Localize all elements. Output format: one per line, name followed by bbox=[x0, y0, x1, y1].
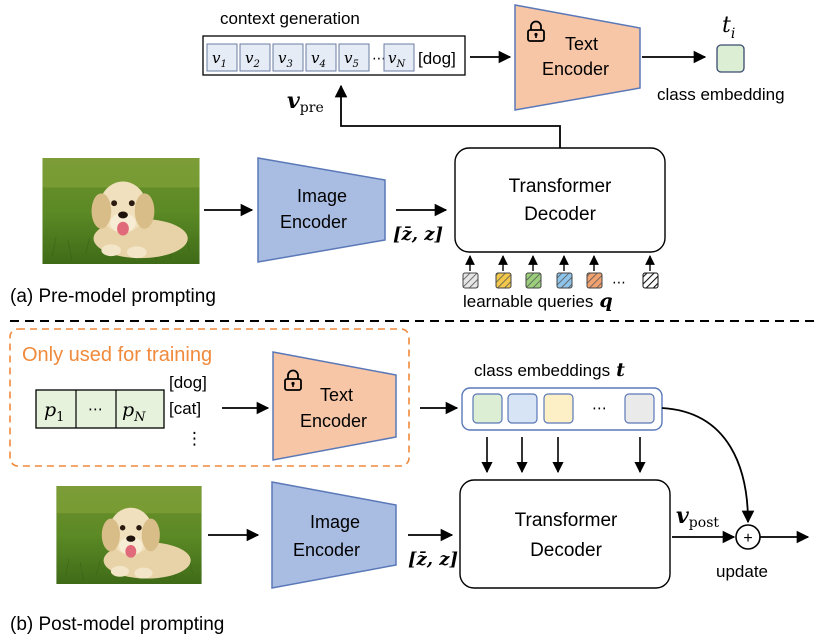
caption-pre-model: (a) Pre-model prompting bbox=[10, 286, 216, 307]
text-encoder-bottom: Text Encoder bbox=[272, 351, 397, 461]
class-embedding-label: class embedding bbox=[657, 85, 785, 104]
svg-text:Encoder: Encoder bbox=[293, 540, 360, 560]
class-label-more: ⋮ bbox=[186, 429, 203, 448]
context-token: v4 bbox=[305, 43, 337, 72]
query-token bbox=[462, 272, 479, 289]
svg-text:+: + bbox=[743, 530, 752, 547]
context-token: v1 bbox=[206, 43, 238, 72]
v-pre-label: vpre bbox=[287, 88, 324, 116]
svg-text:Transformer: Transformer bbox=[509, 176, 612, 197]
embedding-box bbox=[472, 393, 503, 424]
embeddings-to-decoder-arrows bbox=[481, 437, 646, 474]
query-token bbox=[495, 272, 512, 289]
class-embedding-box bbox=[716, 44, 745, 73]
class-label-dog: [dog] bbox=[169, 373, 207, 392]
plus-circle-icon: + bbox=[735, 524, 761, 550]
context-token-last: vN bbox=[383, 43, 415, 72]
svg-text:v2: v2 bbox=[245, 49, 260, 70]
context-class-label: [dog] bbox=[418, 49, 456, 68]
query-token bbox=[556, 272, 573, 289]
t-i-label: ti bbox=[722, 13, 735, 42]
query-token bbox=[525, 272, 542, 289]
features-label-bottom: [z̄, z] bbox=[408, 549, 458, 570]
context-token: v2 bbox=[239, 43, 271, 72]
dog-photo bbox=[42, 158, 200, 264]
svg-text:Image: Image bbox=[310, 512, 360, 532]
context-token: v3 bbox=[272, 43, 304, 72]
svg-text:v1: v1 bbox=[212, 49, 227, 70]
context-token: v5 bbox=[338, 43, 370, 72]
svg-text:Decoder: Decoder bbox=[524, 204, 596, 225]
svg-text:v5: v5 bbox=[344, 49, 359, 70]
svg-text:v4: v4 bbox=[311, 49, 326, 70]
embedding-box bbox=[507, 393, 538, 424]
svg-text:vN: vN bbox=[388, 49, 406, 70]
embeddings-ellipsis: ⋯ bbox=[592, 400, 607, 417]
context-token-sequence: v1 v2 v3 v4 v5 ⋯ vN [dog] bbox=[202, 35, 466, 76]
dog-photo bbox=[56, 486, 202, 584]
update-label: update bbox=[716, 562, 768, 581]
svg-text:Encoder: Encoder bbox=[280, 212, 347, 232]
svg-text:p1: p1 bbox=[44, 399, 64, 425]
training-only-label: Only used for training bbox=[22, 344, 212, 366]
svg-text:Text: Text bbox=[565, 34, 598, 54]
context-generation-title: context generation bbox=[220, 9, 360, 28]
prompt-sequence: p1 ⋯ pN bbox=[35, 389, 165, 429]
svg-text:Encoder: Encoder bbox=[300, 411, 367, 431]
image-encoder-top: Image Encoder bbox=[257, 157, 386, 263]
svg-text:Transformer: Transformer bbox=[515, 510, 618, 531]
query-token bbox=[586, 272, 603, 289]
svg-text:Image: Image bbox=[297, 186, 347, 206]
queries-ellipsis: ⋯ bbox=[612, 274, 626, 290]
v-post-label: vpost bbox=[676, 503, 719, 531]
arrow-decoder-to-vpre bbox=[334, 84, 561, 148]
embedding-box bbox=[624, 393, 655, 424]
class-embeddings-row: ⋯ bbox=[461, 387, 663, 431]
embedding-box bbox=[543, 393, 574, 424]
training-only-region bbox=[9, 328, 410, 467]
context-ellipsis: ⋯ bbox=[372, 50, 386, 66]
transformer-decoder-top: Transformer Decoder bbox=[454, 147, 666, 253]
svg-text:Text: Text bbox=[320, 385, 353, 405]
transformer-decoder-bottom: Transformer Decoder bbox=[459, 479, 671, 589]
features-label-top: [z̄, z] bbox=[393, 224, 443, 245]
svg-text:pN: pN bbox=[122, 399, 146, 425]
svg-text:v3: v3 bbox=[278, 49, 293, 70]
svg-text:Decoder: Decoder bbox=[530, 540, 602, 561]
text-encoder-top: Text Encoder bbox=[514, 4, 641, 111]
svg-text:⋯: ⋯ bbox=[88, 401, 103, 418]
arrow-embeddings-to-update bbox=[661, 407, 755, 524]
image-encoder-bottom: Image Encoder bbox=[271, 481, 397, 589]
svg-text:Encoder: Encoder bbox=[542, 59, 609, 79]
learnable-queries: ⋯ bbox=[462, 255, 659, 290]
caption-post-model: (b) Post-model prompting bbox=[10, 614, 224, 635]
class-label-cat: [cat] bbox=[169, 399, 201, 418]
query-token bbox=[642, 272, 659, 289]
